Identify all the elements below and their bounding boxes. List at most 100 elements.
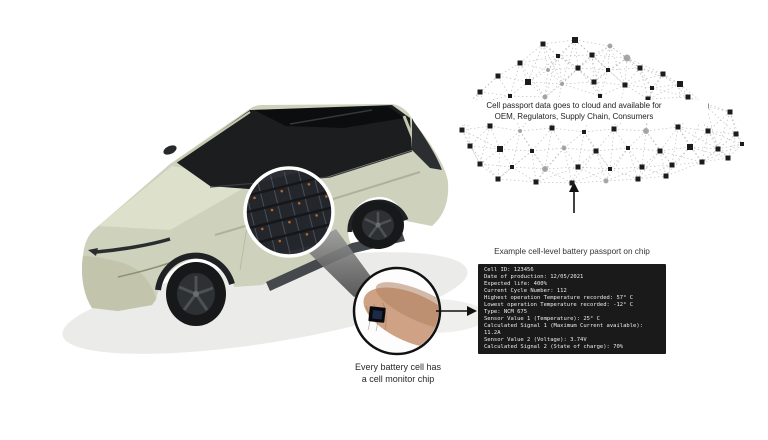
network-edge	[531, 147, 565, 152]
network-edge	[613, 128, 647, 132]
network-edge	[705, 105, 731, 113]
network-node	[687, 144, 693, 150]
network-edge	[595, 150, 607, 182]
network-edge	[627, 147, 661, 152]
network-edge	[626, 57, 641, 69]
network-node	[572, 37, 578, 43]
network-edge	[701, 157, 729, 163]
network-edge	[499, 148, 533, 152]
network-edge	[717, 133, 737, 150]
network-node	[518, 129, 522, 133]
a-pillar	[175, 111, 251, 163]
network-edge	[497, 166, 513, 180]
network-edge	[641, 164, 673, 168]
network-edge	[647, 73, 664, 100]
network-edge	[701, 148, 719, 163]
network-edge	[561, 83, 601, 97]
network-edge	[511, 166, 546, 170]
network-edge	[544, 67, 579, 98]
network-node	[635, 176, 641, 182]
network-edge	[687, 96, 731, 113]
network-edge	[542, 39, 576, 45]
car-illustration	[82, 104, 449, 326]
network-edge	[605, 178, 639, 182]
network-edge	[595, 128, 615, 152]
network-edge	[593, 81, 601, 97]
network-edge	[605, 147, 629, 182]
network-edge	[577, 150, 597, 168]
network-edge	[547, 39, 576, 71]
network-edge	[651, 83, 681, 89]
network-node	[623, 54, 631, 62]
chip-caption: Every battery cell has a cell monitor ch…	[330, 362, 466, 385]
network-edge	[577, 67, 601, 97]
network-node	[643, 128, 649, 134]
network-edge	[479, 163, 499, 180]
network-edge	[479, 125, 491, 165]
network-edge	[479, 148, 501, 165]
network-edge	[577, 45, 611, 69]
network-edge	[497, 75, 529, 83]
network-edge	[624, 84, 653, 89]
network-node	[727, 109, 733, 115]
network-node	[606, 68, 610, 72]
network-edge	[593, 69, 609, 83]
network-edge	[544, 166, 579, 170]
network-edge	[571, 168, 611, 184]
network-edge	[489, 125, 521, 132]
network-edge	[677, 126, 709, 132]
network-edge	[595, 150, 611, 170]
network-node	[677, 81, 683, 87]
network-node	[525, 79, 531, 85]
network-edge	[544, 168, 573, 184]
network-edge	[511, 166, 537, 183]
zoom-beam	[303, 229, 377, 297]
network-node	[593, 148, 599, 154]
network-edge	[465, 104, 471, 147]
network-node	[569, 180, 575, 186]
network-edge	[519, 43, 544, 64]
network-edge	[624, 57, 628, 86]
passport-title: Example cell-level battery passport on c…	[494, 247, 650, 256]
network-edge	[551, 127, 585, 133]
network-node	[657, 148, 663, 154]
network-edge	[727, 133, 737, 159]
network-edge	[689, 146, 719, 150]
network-node	[560, 82, 564, 86]
network-edge	[651, 87, 689, 98]
network-edge	[577, 166, 607, 182]
network-edge	[687, 96, 709, 132]
network-edge	[729, 111, 743, 145]
network-edge	[535, 181, 573, 184]
network-edge	[519, 62, 546, 98]
network-edge	[574, 39, 609, 71]
cloud-network-graph	[459, 37, 744, 186]
network-node	[582, 130, 586, 134]
network-edge	[535, 147, 565, 183]
network-edge	[707, 111, 731, 132]
side-mirror	[163, 145, 177, 155]
network-edge	[509, 95, 546, 98]
network-edge	[571, 166, 579, 184]
network-edge	[469, 145, 501, 150]
network-edge	[519, 55, 559, 64]
network-edge	[662, 73, 689, 98]
battery-zoom-circle	[243, 166, 335, 258]
network-node	[467, 143, 473, 149]
network-node	[607, 43, 613, 49]
chip-caption-line2: a cell monitor chip	[361, 373, 435, 384]
network-edge	[665, 146, 691, 177]
network-edge	[641, 150, 661, 168]
network-edge	[624, 84, 649, 100]
network-edge	[527, 55, 559, 83]
front-wheel	[166, 262, 226, 326]
network-node	[660, 71, 666, 77]
network-node	[705, 128, 711, 134]
network-edge	[583, 128, 615, 133]
network-node	[608, 167, 612, 171]
network-node	[669, 162, 675, 168]
network-edge	[591, 54, 601, 97]
terminal-line: Highest operation Temperature recorded: …	[484, 295, 634, 301]
network-edge	[624, 73, 664, 86]
front-wheel-arch	[155, 252, 235, 291]
